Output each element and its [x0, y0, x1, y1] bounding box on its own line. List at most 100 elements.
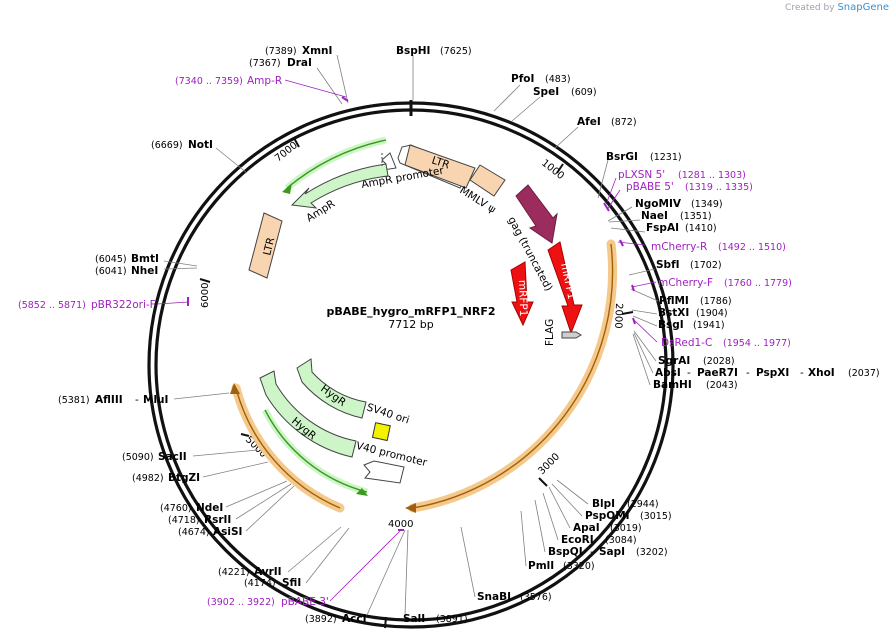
orange-band-left-line — [235, 387, 341, 509]
enzyme-leaders — [163, 54, 659, 616]
enzyme-afei: AfeI — [577, 116, 601, 128]
enzyme-blpi-pos: (2944) — [627, 499, 659, 510]
enzyme-ecori-pos: (3084) — [605, 535, 637, 546]
enzyme-sfii: SfiI — [282, 577, 301, 589]
enzyme-snabi-pos: (3576) — [520, 592, 552, 603]
enzyme-snabi: SnaBI — [477, 591, 511, 603]
green-band-lower-arrowhead — [356, 488, 368, 496]
tick-label-4000: 4000 — [388, 519, 413, 530]
enzyme-apai: ApaI — [573, 522, 600, 534]
enzyme-sali: SalI — [403, 613, 425, 625]
hygr-feature-inner — [296, 358, 367, 419]
orange-band-left-arrowhead — [230, 383, 240, 394]
enzyme-labels: (7389) XmnI (7367) DraI BspHI (7625) Pfo… — [58, 45, 880, 625]
primer-labels: (7340 .. 7359) Amp-R pLXSN 5' (1281 .. 1… — [18, 75, 792, 608]
primer-pbabe5: pBABE 5' — [626, 181, 674, 193]
enzyme-ngomiv: NgoMIV — [635, 198, 682, 210]
enzyme-spei-pos: (609) — [571, 87, 597, 98]
hygr-feature-outer — [259, 370, 357, 458]
orange-band-right-line — [412, 243, 614, 509]
enzyme-xhoi: XhoI — [808, 367, 835, 379]
enzyme-blpi: BlpI — [592, 498, 615, 510]
enzyme-sbfi: SbfI — [656, 259, 680, 271]
enzyme-btgzi-pos: (4982) — [132, 473, 164, 484]
primer-pbr322ori-f-range: (5852 .. 5871) — [18, 300, 86, 311]
enzyme-bsrgi-pos: (1231) — [650, 152, 682, 163]
enzyme-apai-pos: (3019) — [610, 523, 642, 534]
enzyme-ndei-pos: (4760) — [160, 503, 192, 514]
snapgene-logo-text: SnapGene — [837, 2, 889, 13]
enzyme-pflmi-pos: (1786) — [700, 296, 732, 307]
enzyme-nhei: NheI — [131, 265, 158, 277]
enzyme-fspai-pos: (1410) — [685, 223, 717, 234]
primer-plxsn5: pLXSN 5' — [618, 169, 665, 181]
tick-label-6000: 6000 — [200, 283, 211, 308]
enzyme-sapi: SapI — [599, 546, 625, 558]
enzyme-bsphi-pos: (7625) — [440, 46, 472, 57]
sv40-ori-label: SV40 ori — [365, 401, 411, 426]
primer-pbabe3: pBABE 3' — [281, 596, 329, 608]
enzyme-bsgi-pos: (1941) — [693, 320, 725, 331]
enzyme-afei-pos: (872) — [611, 117, 637, 128]
primer-dsred1-c-range: (1954 .. 1977) — [723, 338, 791, 349]
enzyme-avrii-pos: (4221) — [218, 567, 250, 578]
primer-mcherry-r-range: (1492 .. 1510) — [718, 242, 786, 253]
enzyme-pspomi-pos: (3015) — [640, 511, 672, 522]
enzyme-pfoi: PfoI — [511, 73, 534, 85]
green-band-top-line — [286, 139, 387, 189]
enzyme-bamhi-pos: (2043) — [706, 380, 738, 391]
primer-mcherry-f-range: (1760 .. 1779) — [724, 278, 792, 289]
enzyme-naei: NaeI — [641, 210, 668, 222]
enzyme-rsrii: RsrII — [204, 514, 231, 526]
enzyme-noti-pos: (6669) — [151, 140, 183, 151]
enzyme-bmti-pos: (6045) — [95, 254, 127, 265]
svg-text:-: - — [135, 394, 139, 406]
mmlv-psi-feature — [469, 164, 506, 197]
enzyme-naei-pos: (1351) — [680, 211, 712, 222]
enzyme-xmni: XmnI — [302, 45, 332, 57]
enzyme-drai-pos: (7367) — [249, 58, 281, 69]
svg-text:-: - — [800, 367, 804, 379]
svg-text:-: - — [590, 546, 594, 558]
tick-label-3000: 3000 — [536, 451, 562, 477]
gag-truncated-feature — [515, 184, 558, 244]
ltr-feature-top — [404, 144, 476, 189]
enzyme-bsgi: BsgI — [658, 319, 684, 331]
enzyme-ngomiv-pos: (1349) — [691, 199, 723, 210]
enzyme-pmli: PmlI — [528, 560, 554, 572]
enzyme-afliii: AflIII — [95, 394, 123, 406]
primer-pbabe5-range: (1319 .. 1335) — [685, 182, 753, 193]
enzyme-sfii-pos: (4174) — [244, 578, 276, 589]
ltr-feature-left — [248, 212, 283, 279]
primer-mcherry-r: mCherry-R — [651, 241, 707, 253]
enzyme-fspai: FspAI — [646, 222, 679, 234]
enzyme-sbfi-pos: (1702) — [690, 260, 722, 271]
enzyme-avrii: AvrII — [254, 566, 282, 578]
mrfp1-feature-right — [547, 241, 583, 335]
enzyme-absi: AbsI — [655, 367, 681, 379]
primer-pbabe3-range: (3902 .. 3922) — [207, 597, 275, 608]
enzyme-btgzi: BtgZI — [168, 472, 200, 484]
enzyme-bspqi: BspQI — [548, 546, 583, 558]
plasmid-name: pBABE_hygro_mRFP1_NRF2 — [326, 305, 495, 318]
snapgene-credit: Created by SnapGene — [785, 2, 889, 13]
enzyme-afliii-pos: (5381) — [58, 395, 90, 406]
green-band-lower-line — [264, 409, 368, 493]
orange-band-right-arrowhead — [405, 503, 416, 513]
enzyme-xhoi-pos: (2037) — [848, 368, 880, 379]
enzyme-bstxi: BstXI — [658, 307, 689, 319]
green-band-top-arrowhead — [282, 183, 292, 194]
enzyme-spei: SpeI — [533, 86, 559, 98]
flag-tag-feature — [561, 331, 582, 339]
primer-plxsn5-range: (1281 .. 1303) — [678, 170, 746, 181]
plasmid-length: 7712 bp — [388, 318, 433, 331]
orange-band-right — [408, 239, 618, 513]
mrfp1-feature-left — [510, 261, 534, 327]
enzyme-bsrgi: BsrGI — [606, 151, 638, 163]
svg-text:-: - — [746, 367, 750, 379]
enzyme-sgrai-pos: (2028) — [703, 356, 735, 367]
mrfp1-left-label: mRFP1 — [516, 280, 529, 317]
sv40-ori-feature — [371, 422, 391, 442]
enzyme-asisi: AsiSI — [213, 526, 242, 538]
